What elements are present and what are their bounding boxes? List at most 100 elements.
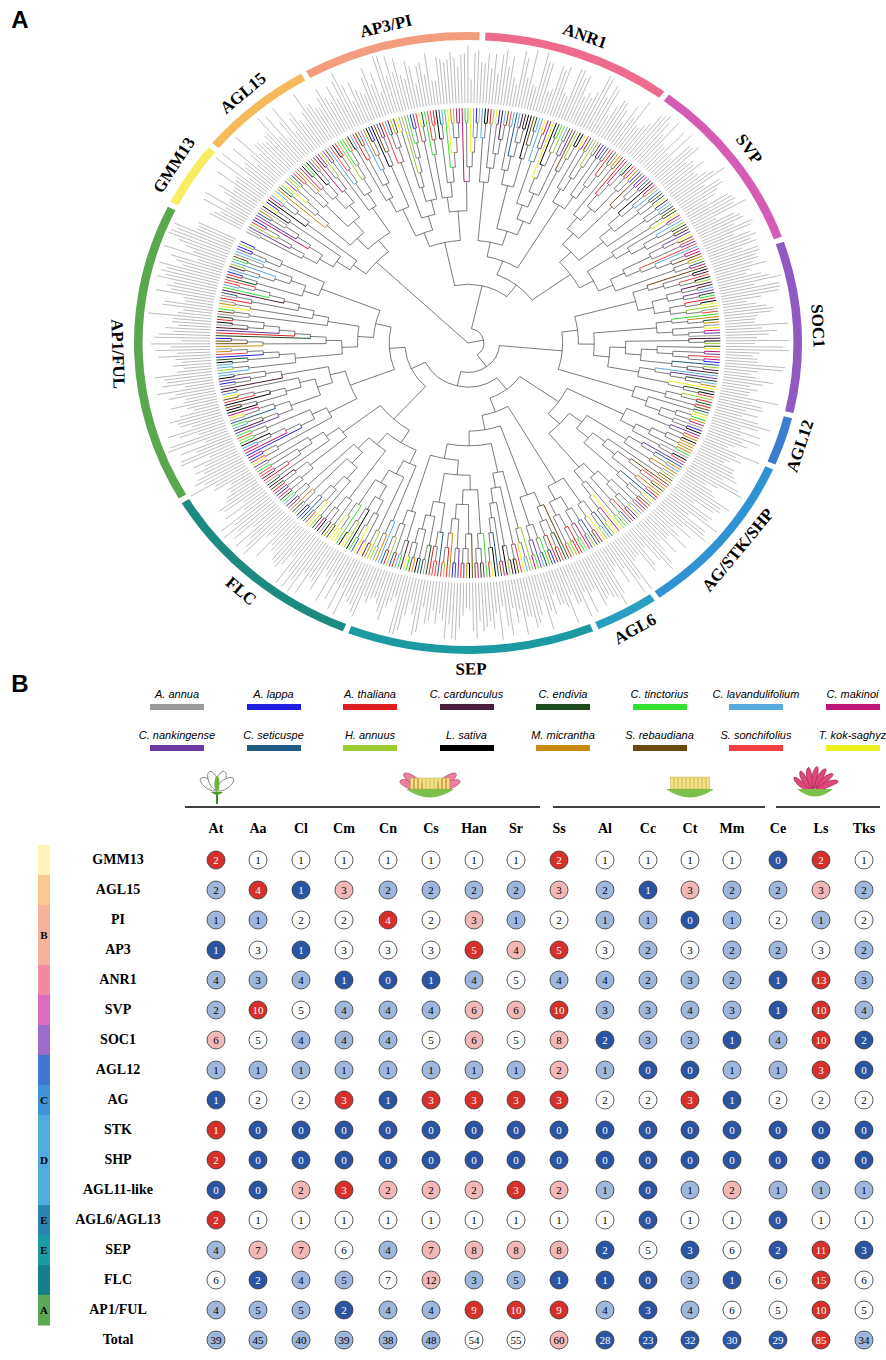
tree-branch	[376, 324, 391, 349]
count-circle	[723, 1211, 741, 1229]
count-circle	[681, 1001, 699, 1019]
tree-branch	[539, 521, 544, 536]
clade-label: GMM13	[150, 135, 198, 197]
tree-branch	[476, 108, 477, 123]
tree-branch	[216, 349, 232, 350]
tree-branch	[407, 511, 416, 540]
count-circle	[769, 1121, 787, 1139]
leaf-tick	[683, 188, 718, 210]
leaf-tick	[209, 213, 241, 229]
tree-branch	[308, 202, 319, 214]
count-circle	[335, 1151, 353, 1169]
count-circle	[465, 1031, 483, 1049]
tree-branch	[222, 293, 237, 297]
tree-branch	[263, 352, 279, 355]
count-circle	[379, 1181, 397, 1199]
tree-branch	[636, 301, 654, 310]
tree-branch	[382, 122, 401, 163]
count-circle	[769, 851, 787, 869]
tree-branch	[365, 543, 371, 557]
tree-branch	[517, 161, 532, 205]
tree-branch	[401, 540, 407, 554]
count-circle	[769, 1271, 787, 1289]
column-header: Cl	[294, 822, 308, 836]
count-circle	[465, 1211, 483, 1229]
count-circle	[335, 1061, 353, 1079]
count-circle	[465, 1091, 483, 1109]
tree-branch	[369, 127, 375, 141]
count-circle	[422, 911, 440, 929]
leaf-tick	[502, 581, 508, 626]
tree-branch	[597, 165, 608, 177]
leaf-tick	[477, 50, 479, 103]
count-circle	[812, 1301, 830, 1319]
tree-branch	[648, 286, 664, 290]
tree-branch	[247, 342, 263, 344]
clade-label: SOC1	[808, 304, 827, 348]
tree-branch	[617, 473, 628, 485]
tree-branch	[414, 558, 419, 572]
leaf-tick	[710, 425, 740, 435]
clade-arc	[664, 95, 782, 240]
tree-branch	[653, 453, 666, 462]
tree-branch	[445, 242, 482, 285]
tree-branch	[584, 139, 593, 152]
leaf-tick	[177, 228, 231, 249]
tree-branch	[641, 349, 657, 355]
tree-branch	[358, 165, 366, 179]
tree-branch	[442, 124, 444, 139]
tree-branch	[481, 108, 483, 137]
count-circle	[207, 1061, 225, 1079]
leaf-tick	[217, 171, 260, 201]
count-circle	[292, 941, 310, 959]
leaf-tick	[529, 576, 541, 622]
leaf-tick	[476, 583, 478, 638]
leaf-tick	[714, 262, 752, 273]
count-circle	[550, 881, 568, 899]
tree-branch	[552, 532, 566, 559]
tree-branch	[337, 177, 346, 190]
tree-branch	[281, 264, 324, 289]
leaf-tick	[443, 62, 447, 103]
count-circle	[207, 1211, 225, 1229]
tree-branch	[489, 562, 490, 577]
leaf-tick	[702, 443, 736, 457]
tree-branch	[392, 553, 397, 567]
leaf-tick	[641, 521, 660, 541]
tree-branch	[704, 325, 720, 327]
tree-branch	[326, 487, 336, 500]
count-circle	[335, 1181, 353, 1199]
tree-branch	[326, 340, 342, 347]
tree-branch	[687, 366, 703, 368]
leaf-tick	[331, 102, 348, 131]
tree-branch	[468, 563, 469, 578]
count-circle	[855, 1271, 873, 1289]
tree-branch	[443, 562, 445, 577]
tree-branch	[672, 454, 686, 463]
leaf-tick	[245, 168, 271, 188]
leaf-tick	[698, 451, 724, 463]
tree-branch	[579, 463, 594, 474]
leaf-tick	[450, 52, 453, 103]
tree-branch	[297, 213, 309, 224]
leaf-tick	[165, 274, 217, 286]
legend-swatch	[247, 745, 301, 751]
tree-branch	[606, 482, 617, 495]
count-circle	[812, 941, 830, 959]
leaf-tick	[161, 270, 218, 284]
tree-branch	[668, 383, 683, 388]
tree-branch	[629, 460, 641, 471]
tree-branch	[236, 251, 266, 262]
column-header: Ct	[683, 822, 698, 836]
tree-branch	[548, 402, 559, 424]
leaf-tick	[726, 334, 769, 335]
tree-branch	[465, 108, 467, 123]
count-circle	[769, 911, 787, 929]
tree-branch	[429, 516, 435, 546]
tree-branch	[582, 482, 591, 495]
legend-text: C. nankingense	[139, 730, 215, 741]
tree-branch	[689, 335, 721, 337]
tree-branch	[232, 350, 248, 352]
panel-letter: A	[11, 8, 28, 32]
